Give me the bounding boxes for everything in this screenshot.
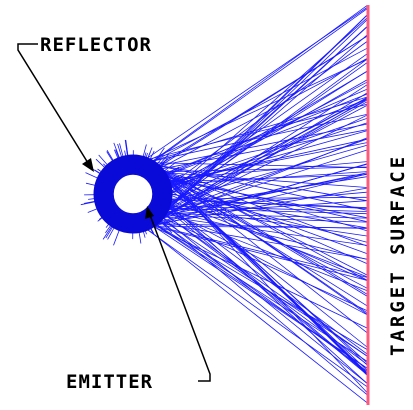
light-ray [159,169,368,232]
light-ray [163,212,368,365]
light-ray [168,71,368,190]
light-ray [144,173,368,229]
light-ray [153,223,368,229]
light-ray [165,208,368,316]
light-ray [168,41,368,187]
light-ray [151,224,368,278]
light-ray [156,123,368,167]
reflector-label: REFLECTOR [40,34,152,56]
light-ray [159,169,368,276]
light-ray [167,171,368,186]
light-ray [161,172,368,188]
light-ray [150,162,368,169]
light-ray [158,58,368,170]
light-ray [166,205,368,355]
emitter-arrowhead [145,206,154,219]
reflector-leader-line [17,43,89,164]
light-ray [167,205,368,212]
light-ray [159,169,368,247]
light-ray [144,34,368,229]
light-ray [144,7,368,161]
light-ray [154,164,368,211]
light-ray [161,171,368,375]
light-ray [147,59,368,162]
light-ray [161,172,368,297]
light-ray [165,161,368,180]
light-ray [163,213,368,219]
light-ray [161,15,368,216]
emitter-label: EMITTER [66,371,153,393]
light-ray [149,114,368,163]
light-ray [163,174,368,264]
light-ray [158,218,368,396]
light-ray [161,166,368,173]
light-ray [151,8,368,164]
light-ray [168,194,368,281]
light-ray [158,168,368,393]
light-ray [168,53,368,196]
light-ray [145,227,368,404]
light-ray [159,169,368,295]
light-ray [150,162,368,315]
light-ray [150,225,368,281]
light-ray [160,216,368,311]
light-ray [159,129,368,170]
light-ray [168,196,368,200]
light-ray [161,149,368,216]
reflector-ring [93,154,173,234]
light-ray [166,58,368,208]
emitter-leader-line [149,214,211,382]
light-ray [154,164,368,281]
reflector-arrowhead [82,158,94,172]
light-ray [164,88,368,177]
light-ray [144,227,368,388]
light-ray [145,103,368,161]
light-ray [168,187,368,348]
light-ray [164,98,368,177]
light-ray [162,138,368,215]
light-rays [144,5,368,404]
light-ray [167,203,368,384]
emitter-disc [112,173,154,215]
light-ray [168,199,368,209]
light-ray [161,215,368,246]
light-ray [168,130,368,187]
light-ray [157,35,368,168]
light-ray [155,222,368,260]
light-ray [167,97,368,205]
light-ray [168,199,368,278]
target-surface-label: TARGET SURFACE [387,154,409,356]
light-ray [160,216,368,384]
light-ray [157,219,368,372]
light-ray [168,79,368,193]
light-ray [162,200,368,215]
